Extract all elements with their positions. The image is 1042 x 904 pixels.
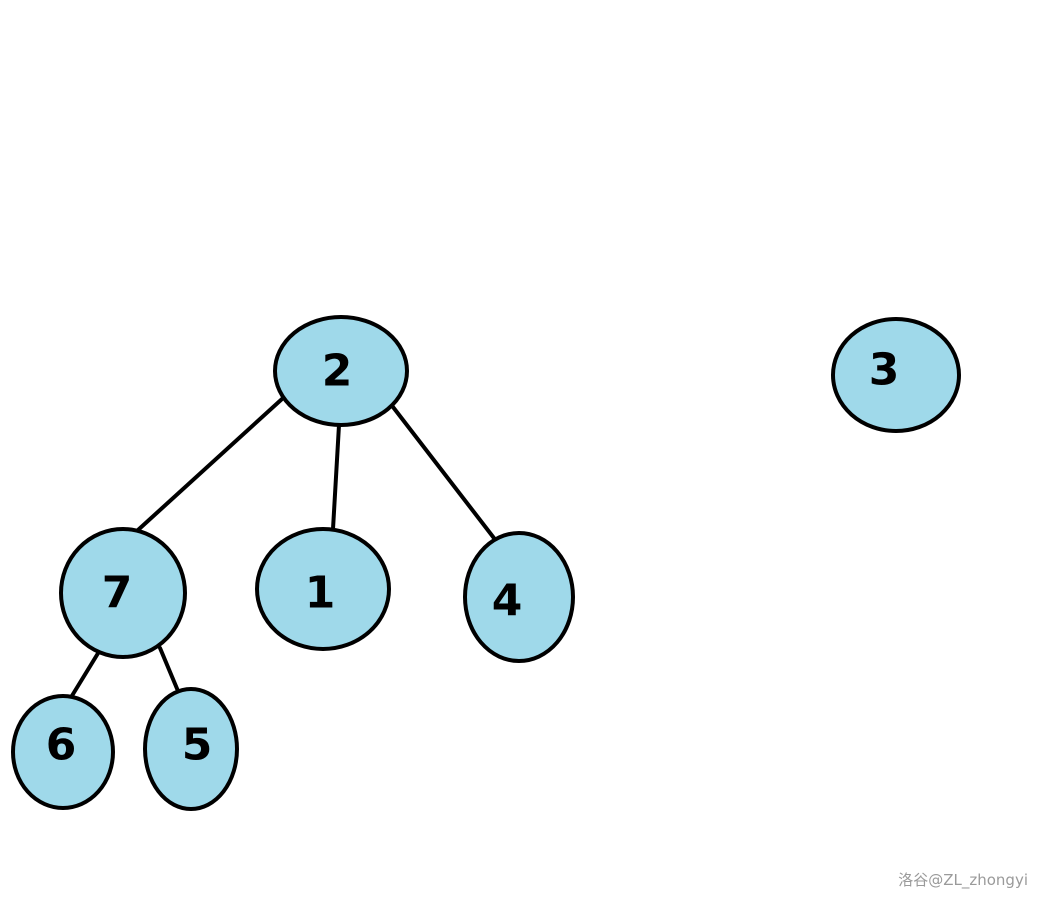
node-4-circle: [463, 531, 575, 663]
node-5-circle: [143, 687, 239, 811]
node-3: 3: [831, 317, 961, 433]
edges-layer: [68, 397, 499, 701]
node-4: 4: [463, 531, 575, 663]
node-2-circle: [273, 315, 409, 427]
node-7-circle: [59, 527, 187, 659]
watermark: 洛谷@ZL_zhongyi: [898, 871, 1028, 889]
node-1-label: 1: [305, 568, 336, 619]
node-1-circle: [255, 527, 391, 651]
node-5-label: 5: [182, 720, 213, 771]
node-2: 2: [273, 315, 409, 427]
node-7: 7: [59, 527, 187, 659]
nodes-layer: 2 3 7 1 4 6 5: [11, 315, 961, 811]
edge-7-6: [68, 648, 102, 701]
node-3-label: 3: [869, 345, 900, 396]
edge-2-1: [331, 423, 341, 531]
node-6-label: 6: [46, 720, 77, 771]
edge-2-7: [136, 397, 284, 532]
node-3-circle: [831, 317, 961, 433]
node-6: 6: [11, 694, 115, 810]
edge-2-4: [391, 405, 499, 544]
node-5: 5: [143, 687, 239, 811]
node-4-label: 4: [492, 576, 523, 627]
node-1: 1: [255, 527, 391, 651]
node-6-circle: [11, 694, 115, 810]
node-2-label: 2: [322, 346, 353, 397]
edge-7-5: [158, 646, 180, 693]
node-7-label: 7: [102, 568, 133, 619]
